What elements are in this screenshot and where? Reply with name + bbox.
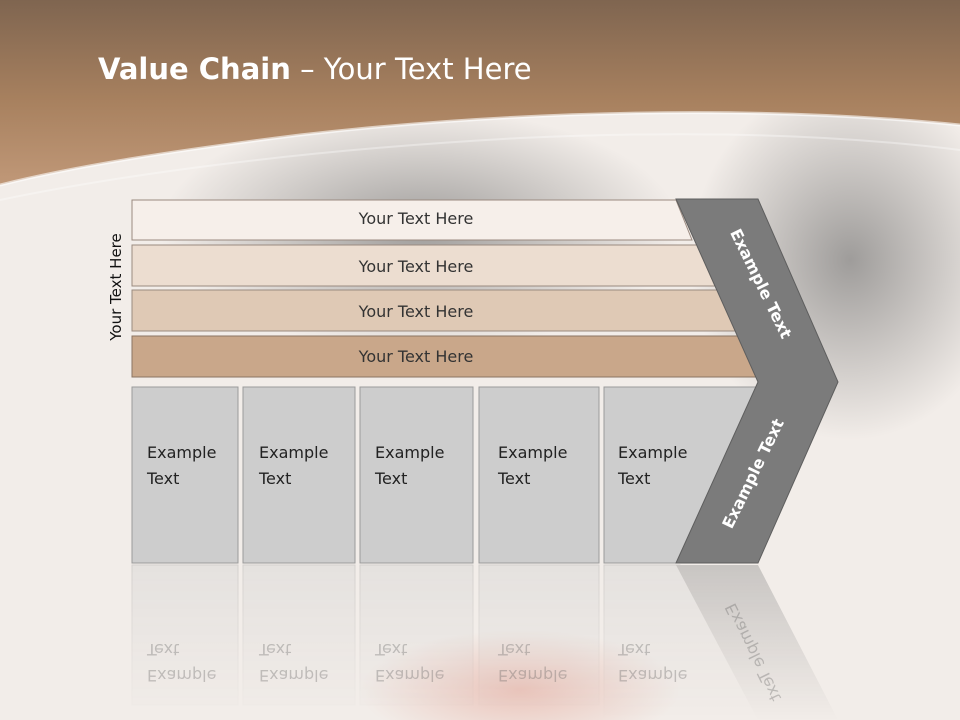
bar-2: Your Text Here (131, 244, 716, 287)
box-3-shape (359, 386, 474, 564)
box-2: Example Text (242, 386, 356, 564)
box-4-line1: Example (498, 443, 567, 462)
chevron-arrow: Example Text Example Text (675, 198, 839, 564)
box-2-line2: Text (258, 469, 291, 488)
bar-1: Your Text Here (131, 199, 693, 241)
bar-3: Your Text Here (131, 289, 739, 332)
box-3-line1: Example (375, 443, 444, 462)
box-2-reflection: Example (259, 666, 328, 685)
title-rest: – Your Text Here (290, 52, 532, 86)
box-3: Example Text (359, 386, 474, 564)
box-4-shape (478, 386, 600, 564)
box-3-reflection: Text (374, 640, 407, 659)
box-4-reflection: Example (498, 666, 567, 685)
box-1-line1: Example (147, 443, 216, 462)
box-5-line1: Example (618, 443, 687, 462)
slide-title: Value Chain – Your Text Here (98, 52, 532, 86)
reflection (131, 564, 838, 720)
bar-1-label: Your Text Here (358, 209, 474, 228)
box-3-reflection: Example (375, 666, 444, 685)
box-1-reflection: Text (146, 640, 179, 659)
box-4-reflection: Text (497, 640, 530, 659)
box-2-line1: Example (259, 443, 328, 462)
box-1: Example Text (131, 386, 239, 564)
box-3-line2: Text (374, 469, 407, 488)
box-5-reflection: Example (618, 666, 687, 685)
bar-3-label: Your Text Here (358, 302, 474, 321)
box-1-reflection: Example (147, 666, 216, 685)
box-4-line2: Text (497, 469, 530, 488)
bar-2-label: Your Text Here (358, 257, 474, 276)
box-5-reflection: Text (617, 640, 650, 659)
box-5-line2: Text (617, 469, 650, 488)
box-1-line2: Text (146, 469, 179, 488)
title-bold: Value Chain (98, 52, 291, 86)
box-1-shape (131, 386, 239, 564)
box-4: Example Text (478, 386, 600, 564)
bar-4: Your Text Here (131, 335, 763, 378)
box-2-reflection: Text (258, 640, 291, 659)
chevron-arrow-shape (675, 198, 839, 564)
bar-4-label: Your Text Here (358, 347, 474, 366)
bar-1-shape (131, 199, 693, 241)
box-2-shape (242, 386, 356, 564)
box-5: Example Text (603, 386, 763, 564)
